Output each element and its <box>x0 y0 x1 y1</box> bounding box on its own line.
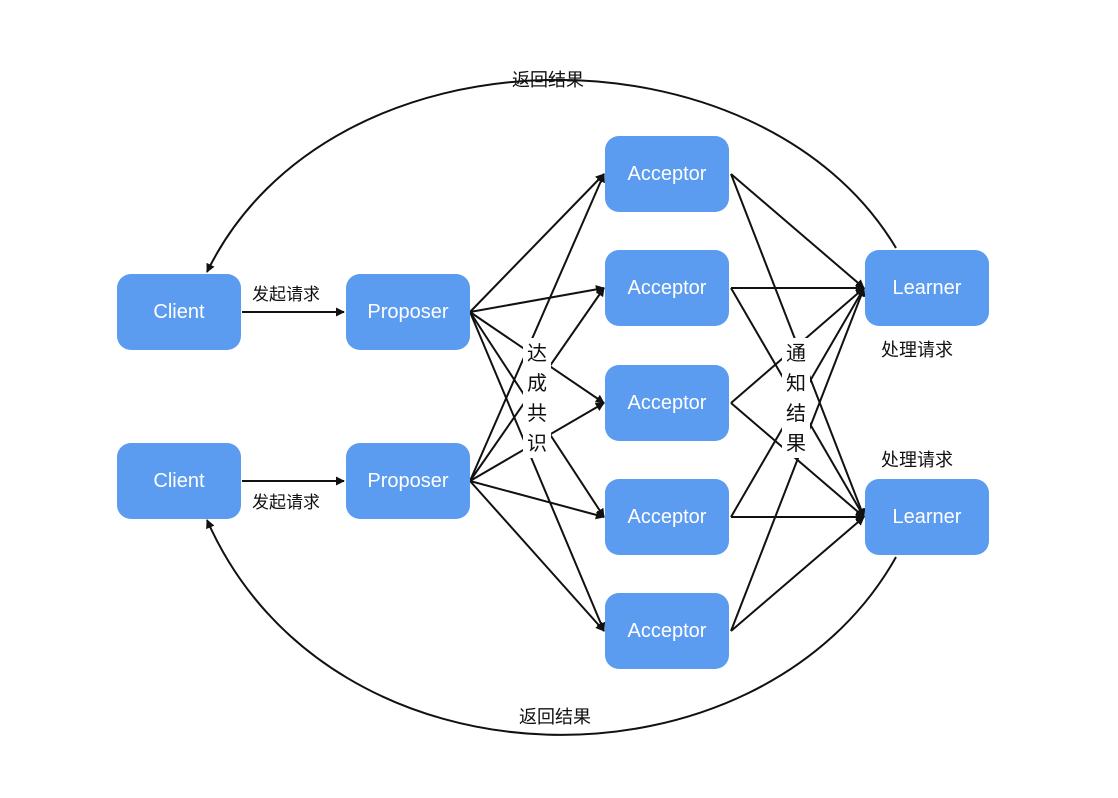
send-request-label-1: 发起请求 <box>252 285 320 305</box>
acceptor-node-2-label: Acceptor <box>627 276 707 299</box>
learner-node-1-label: Learner <box>892 276 962 299</box>
consensus-char-3: 共 <box>527 401 547 425</box>
proposer-node-1: Proposer <box>346 274 470 350</box>
notify-result-label: 通 知 结 果 <box>782 338 810 458</box>
client-node-1: Client <box>117 274 241 350</box>
edge-proposer2-acceptor4 <box>469 480 605 520</box>
learner-node-2-label: Learner <box>892 505 962 528</box>
acceptor-node-4: Acceptor <box>605 479 729 555</box>
notify-char-4: 果 <box>786 431 806 455</box>
edge-acceptor5-learner1 <box>730 287 866 632</box>
edge-acceptor5-learner2 <box>730 516 865 632</box>
edge-acceptor1-learner1 <box>730 173 865 289</box>
notify-char-1: 通 <box>786 341 806 365</box>
client-node-2-label: Client <box>153 469 205 492</box>
edge-learner1-client1-return <box>206 79 897 273</box>
acceptor-node-1-label: Acceptor <box>627 162 707 185</box>
acceptor-node-1: Acceptor <box>605 136 729 212</box>
proposer-node-2: Proposer <box>346 443 470 519</box>
proposer-node-2-label: Proposer <box>367 469 449 492</box>
edge-learner2-client2-return <box>206 519 897 736</box>
acceptor-node-4-label: Acceptor <box>627 505 707 528</box>
return-result-label-bottom: 返回结果 <box>519 707 591 728</box>
edge-proposer2-acceptor5 <box>469 480 605 632</box>
return-result-label-top: 返回结果 <box>512 70 584 91</box>
consensus-char-1: 达 <box>527 341 547 365</box>
acceptor-node-3: Acceptor <box>605 365 729 441</box>
client-node-1-label: Client <box>153 300 205 323</box>
notify-char-3: 结 <box>786 401 806 425</box>
proposer-node-1-label: Proposer <box>367 300 449 323</box>
edge-proposer1-acceptor1 <box>469 173 605 313</box>
acceptor-node-2: Acceptor <box>605 250 729 326</box>
send-request-label-2: 发起请求 <box>252 493 320 513</box>
process-request-label-2: 处理请求 <box>881 450 953 471</box>
client-node-2: Client <box>117 443 241 519</box>
process-request-label-1: 处理请求 <box>881 340 953 361</box>
acceptor-node-5: Acceptor <box>605 593 729 669</box>
learner-node-2: Learner <box>865 479 989 555</box>
edge-proposer2-acceptor1 <box>469 173 605 482</box>
consensus-char-2: 成 <box>527 371 547 395</box>
learner-node-1: Learner <box>865 250 989 326</box>
consensus-label: 达 成 共 识 <box>523 338 551 458</box>
notify-char-2: 知 <box>786 371 806 395</box>
edge-proposer1-acceptor5 <box>469 311 606 632</box>
acceptor-node-3-label: Acceptor <box>627 391 707 414</box>
edge-proposer1-acceptor2 <box>469 284 605 313</box>
acceptor-node-5-label: Acceptor <box>627 619 707 642</box>
consensus-char-4: 识 <box>527 431 547 455</box>
